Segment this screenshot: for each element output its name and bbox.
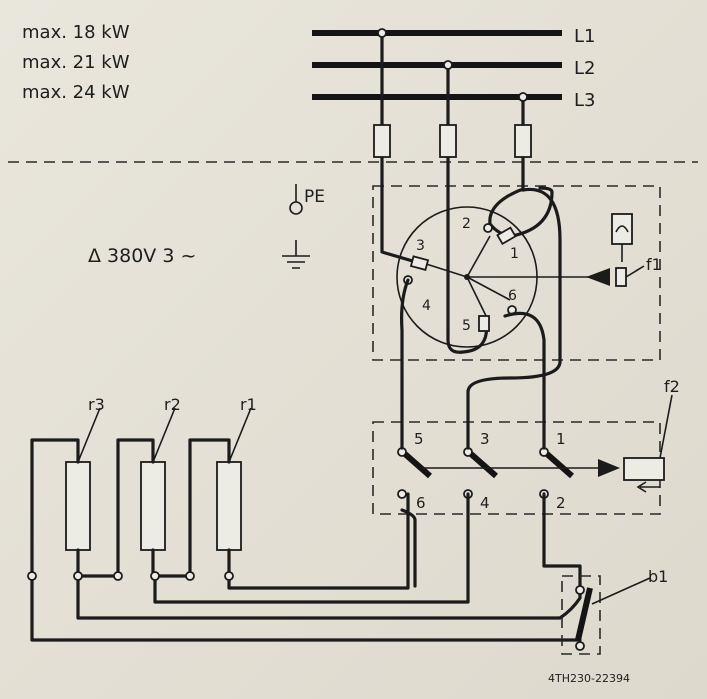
- terminal-5: 5: [414, 430, 424, 448]
- f1-leader: [625, 265, 645, 278]
- ground-icon: [282, 240, 310, 269]
- pos-6: 6: [508, 288, 517, 304]
- wire-r3-top: [30, 438, 582, 642]
- b1-contact-bottom: [575, 641, 585, 651]
- wire-l3: [521, 187, 562, 362]
- label-l1: L1: [574, 26, 595, 47]
- switch-b1-housing: [561, 575, 601, 655]
- node-d: [150, 571, 160, 581]
- fuse-l3: [514, 124, 532, 158]
- label-r1: r1: [240, 395, 257, 414]
- node-b: [73, 571, 83, 581]
- pos-5: 5: [462, 318, 471, 334]
- f1-arrow-icon: [586, 268, 610, 286]
- fuse-l2: [439, 124, 457, 158]
- wire-l1: [380, 31, 418, 264]
- f2-arrow-icon: [598, 459, 620, 477]
- junction-l3: [518, 92, 528, 102]
- rating-18kw: max. 18 kW: [22, 22, 130, 43]
- terminal-3: 3: [480, 430, 490, 448]
- wire-l2: [446, 63, 489, 354]
- terminal-6: 6: [416, 494, 426, 512]
- terminal-2: 2: [556, 494, 566, 512]
- pos-2: 2: [462, 216, 471, 232]
- pe-terminal-icon: [289, 201, 303, 215]
- r1-leader: [228, 407, 252, 463]
- rating-21kw: max. 21 kW: [22, 52, 130, 73]
- label-f2: f2: [664, 377, 680, 396]
- limiter-f2-body: [623, 457, 665, 481]
- switch-blade-3: [545, 451, 574, 479]
- switch-contact-6: [397, 489, 407, 499]
- wire-s6-jump: [400, 508, 417, 588]
- pos-4: 4: [422, 298, 431, 314]
- rotor-hub: [464, 274, 470, 280]
- thermostat-f1-bulb: [615, 225, 629, 262]
- f2-leader: [659, 394, 673, 459]
- r2-leader: [152, 407, 176, 463]
- label-l3: L3: [574, 90, 595, 111]
- label-f1: f1: [646, 255, 662, 274]
- rotor-spokes: [419, 235, 602, 323]
- label-pe: PE: [304, 187, 325, 207]
- supply-voltage: Δ 380V 3 ~: [88, 245, 196, 267]
- switch-blade-2: [469, 451, 498, 479]
- node-e: [185, 571, 195, 581]
- wire-to-s3: [466, 358, 562, 434]
- b1-leader: [591, 577, 651, 605]
- wire-pos6-to-s1: [503, 311, 546, 434]
- label-r2: r2: [164, 395, 181, 414]
- wire-r3-to-b1: [76, 574, 582, 620]
- b1-contact-top: [575, 585, 585, 595]
- rating-24kw: max. 24 kW: [22, 82, 130, 103]
- selector-contact-3: [409, 255, 430, 272]
- wire-pos4-to-s5: [400, 278, 410, 434]
- label-l2: L2: [574, 58, 595, 79]
- pos-1: 1: [510, 246, 519, 262]
- node-a: [27, 571, 37, 581]
- selector-contact-1: [496, 226, 517, 246]
- wire-r2-to-s4: [153, 492, 470, 604]
- b1-blade: [575, 587, 593, 641]
- wire-r1-to-s6: [227, 492, 410, 590]
- part-number: 4TH230-22394: [548, 672, 630, 685]
- terminal-1: 1: [556, 430, 566, 448]
- switch-blade-1: [403, 451, 432, 479]
- wire-s2-to-b1: [542, 492, 582, 590]
- f2-reset-arrow: [636, 481, 660, 493]
- r3-leader: [77, 407, 101, 463]
- fuse-l1: [373, 124, 391, 158]
- thermostat-f1-body: [615, 267, 627, 287]
- terminal-4: 4: [480, 494, 490, 512]
- selector-node-2: [483, 223, 493, 233]
- heater-r3: [65, 461, 91, 551]
- junction-l2: [443, 60, 453, 70]
- heater-r1: [216, 461, 242, 551]
- switch-feeds: [400, 430, 546, 450]
- label-b1: b1: [648, 567, 668, 586]
- thermostat-f1-head: [611, 213, 633, 245]
- heater-r2: [140, 461, 166, 551]
- pos-3: 3: [416, 238, 425, 254]
- selector-switch-housing: [372, 185, 661, 361]
- junction-l1: [377, 28, 387, 38]
- node-c: [113, 571, 123, 581]
- label-r3: r3: [88, 395, 105, 414]
- node-f: [224, 571, 234, 581]
- selector-contact-5: [478, 315, 490, 332]
